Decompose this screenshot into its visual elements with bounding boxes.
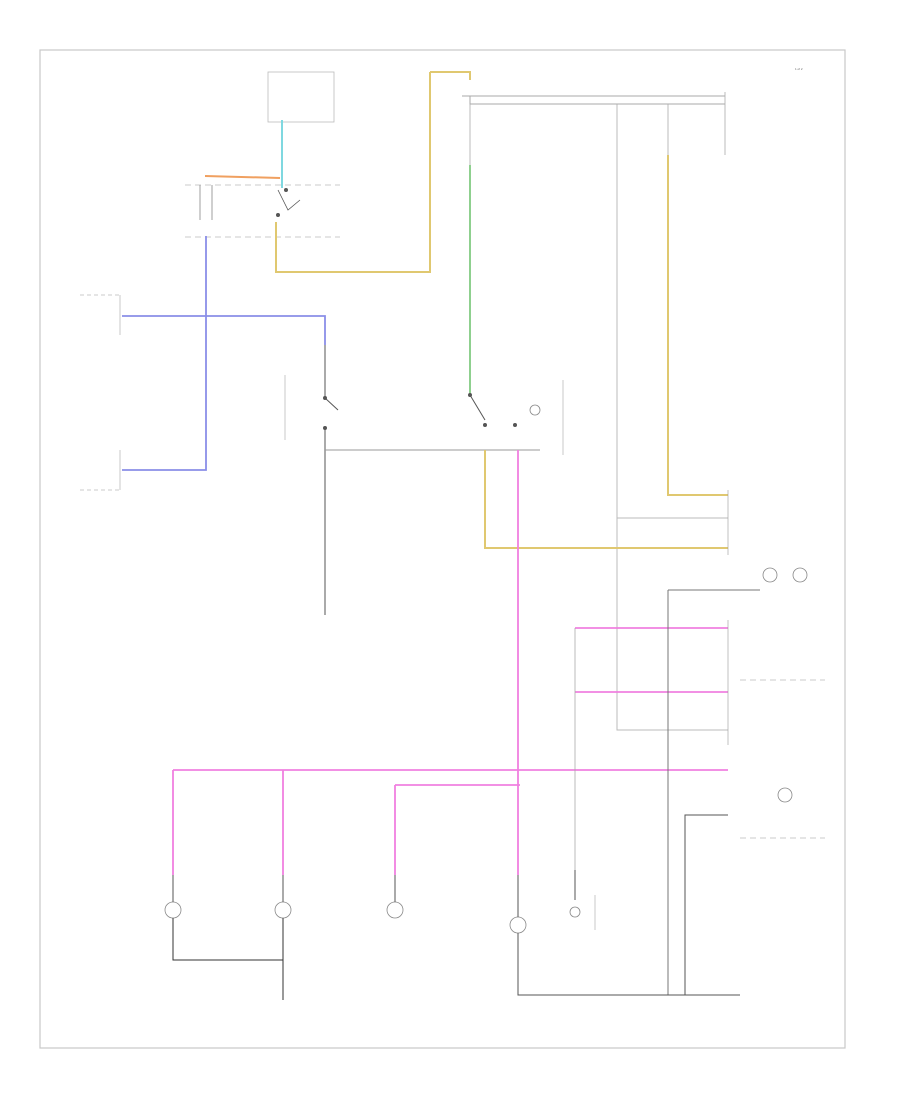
wire-yellow-mid (484, 450, 728, 549)
bus-top (462, 95, 725, 105)
fuse-taps (469, 92, 726, 165)
left-device-upper (80, 294, 121, 335)
wire-yellow-top (275, 71, 471, 273)
fuse-block-top (267, 71, 335, 123)
wire-blue (122, 236, 326, 471)
wire-yellow-right (667, 155, 728, 496)
headlamp-switch (468, 380, 564, 455)
right-connectors (727, 490, 808, 583)
lamp-2 (274, 901, 292, 919)
lamp-group (164, 875, 404, 1000)
instrument-cluster (667, 589, 825, 995)
wire-gray-right (616, 155, 728, 731)
heater-control (509, 870, 740, 996)
radio (684, 787, 825, 995)
dimmer-switch (284, 345, 339, 595)
diagram-frame (39, 49, 846, 1049)
left-device-lower (80, 450, 121, 491)
wire-orange (204, 175, 281, 179)
page-ref: 1 of 2 (795, 67, 803, 71)
wire-pink (172, 450, 728, 875)
switch-block-left (185, 184, 340, 238)
lamp-1 (164, 901, 182, 919)
lamp-3 (386, 901, 404, 919)
